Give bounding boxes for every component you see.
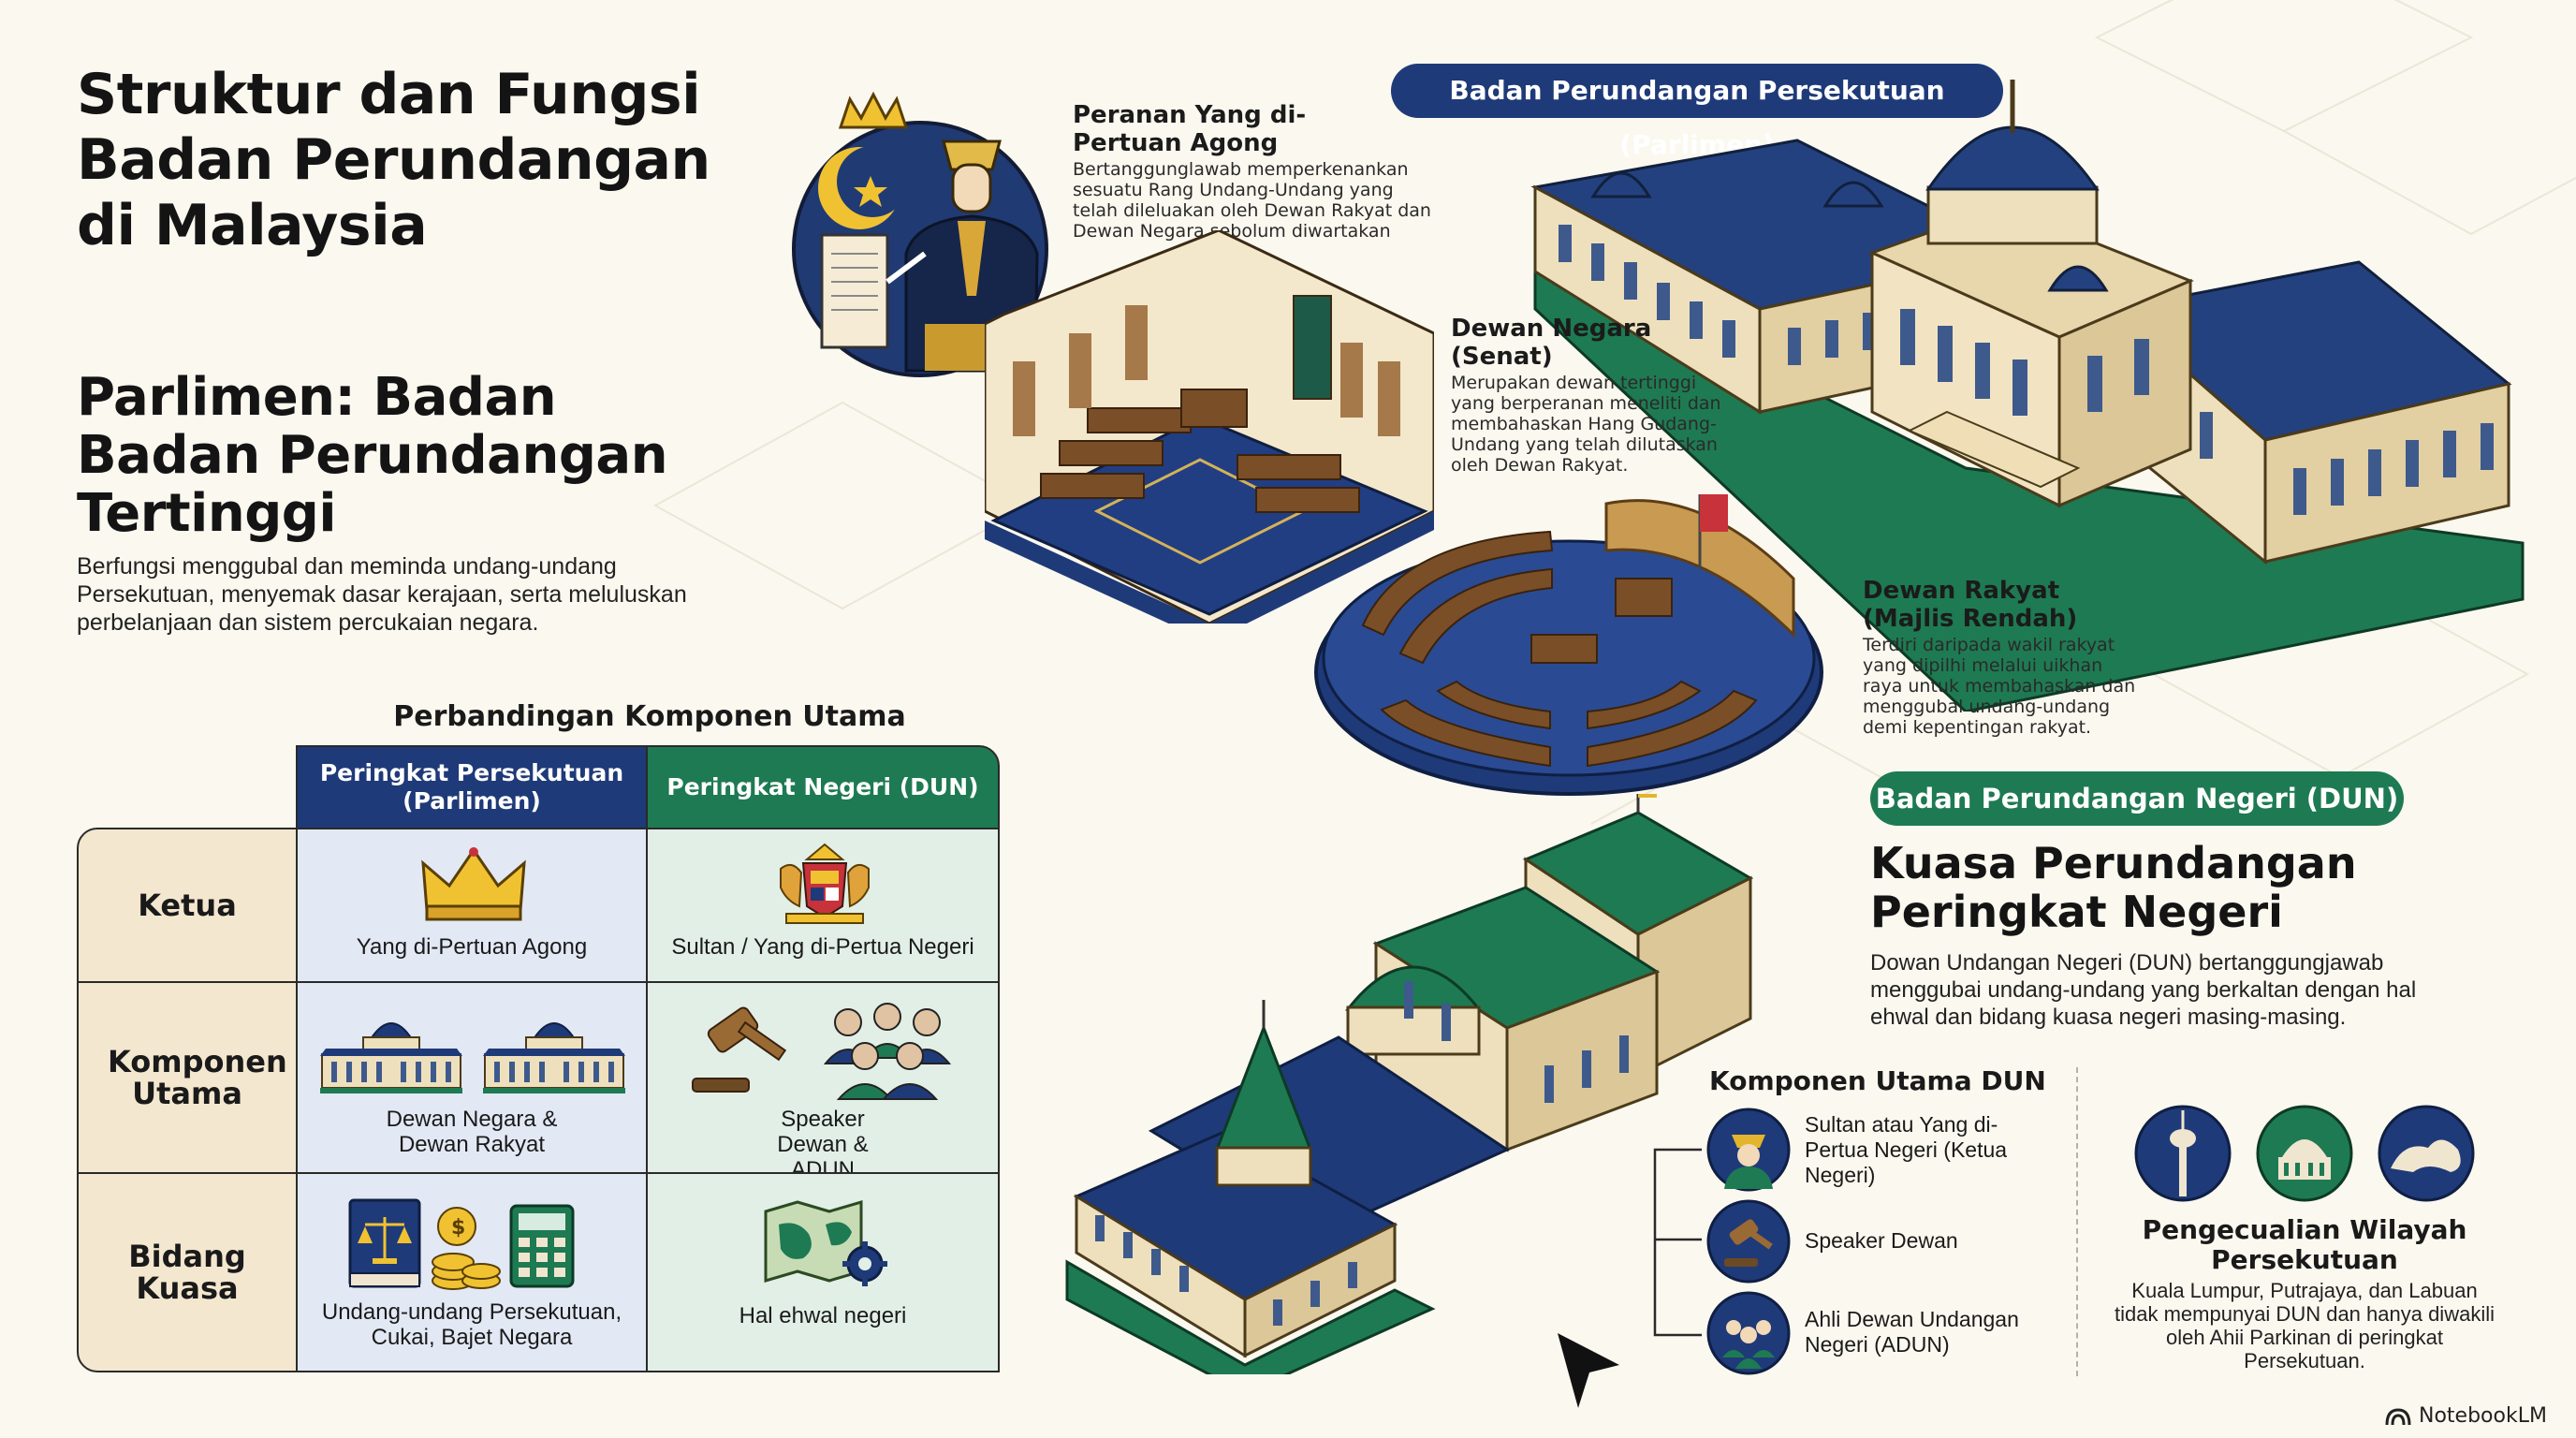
- map-icon: [764, 1199, 887, 1286]
- cell-federal-bidang: $ Undang-undang Persekutuan, Cukai, Baje…: [296, 1172, 648, 1372]
- dewan-rakyat-text: Terdiri daripada wakil rakyat yang dipil…: [1863, 635, 2136, 738]
- cell-federal-komponen: Dewan Negara & Dewan Rakyat: [296, 981, 648, 1174]
- exception-text: Kuala Lumpur, Putrajaya, dan Labuan tida…: [2115, 1279, 2495, 1372]
- dewan-rakyat-title: Dewan Rakyat (Majlis Rendah): [1863, 577, 2078, 633]
- dewan-negara-title: Dewan Negara (Senat): [1451, 315, 1652, 371]
- agong-text: Bertanggunglawab memperkenankan sesuatu …: [1073, 159, 1431, 242]
- parliament-building-icon: [320, 1022, 462, 1093]
- parlimen-heading: Parlimen: Badan Badan Perundangan Tertin…: [77, 367, 668, 544]
- kl-tower-icon: [2134, 1105, 2232, 1202]
- parlimen-description: Berfungsi menggubal dan meminda undang-u…: [77, 553, 687, 636]
- dun-components-title: Komponen Utama DUN: [1709, 1065, 2046, 1096]
- agong-illustration: [792, 91, 1048, 377]
- brand-label: NotebookLM: [2419, 1404, 2547, 1428]
- dewan-rakyat-illustration: [1314, 494, 1823, 796]
- dewan-negara-illustration: [985, 230, 1434, 624]
- row-label-text: Komponen Utama: [108, 1044, 287, 1111]
- federal-badge: Badan Perundangan Persekutuan (Parlimen): [1391, 64, 2003, 160]
- dewan-negara-text: Merupakan dewan tertinggi yang berperana…: [1451, 373, 1721, 476]
- cell-caption: Undang-undang Persekutuan, Cukai, Bajet …: [321, 1299, 622, 1350]
- notebooklm-brand: NotebookLM: [2385, 1404, 2547, 1428]
- dun-connector-lines: [1653, 1148, 1702, 1337]
- state-badge: Badan Perundangan Negeri (DUN): [1870, 771, 2404, 826]
- dun-component-1: Sultan atau Yang di-Pertua Negeri (Ketua…: [1805, 1112, 2008, 1187]
- header-state: Peringkat Negeri (DUN): [646, 745, 1000, 829]
- state-description: Dowan Undangan Negeri (DUN) bertanggungj…: [1870, 950, 2417, 1030]
- people-group-icon: [1706, 1291, 1791, 1375]
- dun-component-3: Ahli Dewan Undangan Negeri (ADUN): [1805, 1307, 2019, 1357]
- cursor-icon: [1558, 1333, 1619, 1408]
- notebooklm-icon: [2385, 1407, 2411, 1425]
- coat-of-arms-icon: [780, 843, 870, 924]
- dun-component-2: Speaker Dewan: [1805, 1228, 1958, 1253]
- cell-caption: Hal ehwal negeri: [739, 1303, 907, 1328]
- dome-building-icon: [2256, 1105, 2353, 1202]
- svg-text:$: $: [451, 1216, 465, 1240]
- cell-caption: Dewan Negara & Dewan Rakyat: [386, 1107, 558, 1157]
- sultan-icon: [1706, 1108, 1791, 1192]
- state-building-illustration: [1065, 794, 1754, 1374]
- calculator-icon: [509, 1204, 575, 1288]
- header-federal: Peringkat Persekutuan (Parlimen): [296, 745, 648, 829]
- crown-icon: [421, 847, 526, 921]
- row-label-ketua: Ketua: [77, 828, 298, 983]
- parliament-building-illustration: [1530, 80, 2525, 712]
- row-label-komponen: Komponen Utama: [77, 981, 298, 1174]
- cell-caption: Sultan / Yang di-Pertua Negeri: [671, 934, 974, 960]
- comparison-table: Peringkat Persekutuan (Parlimen) Peringk…: [77, 745, 1000, 1372]
- agong-title: Peranan Yang di-Pertuan Agong: [1073, 101, 1307, 157]
- row-label-bidang: Bidang Kuasa: [77, 1172, 298, 1372]
- parliament-building-icon: [483, 1022, 625, 1093]
- gavel-icon: [692, 1006, 787, 1093]
- cell-federal-ketua: Yang di-Pertuan Agong: [296, 828, 648, 983]
- cell-caption: Speaker Dewan & ADUN: [777, 1107, 869, 1182]
- cell-state-komponen: Speaker Dewan & ADUN: [646, 981, 1000, 1182]
- law-book-icon: [348, 1198, 421, 1288]
- state-heading: Kuasa Perundangan Peringkat Negeri: [1870, 838, 2357, 937]
- row-label-text: Bidang Kuasa: [128, 1239, 246, 1306]
- page-title: Struktur dan Fungsi Badan Perundangan di…: [77, 62, 710, 258]
- cell-state-ketua: Sultan / Yang di-Pertua Negeri: [646, 828, 1000, 983]
- divider: [2076, 1067, 2078, 1376]
- people-group-icon: [823, 1003, 952, 1100]
- coins-icon: $: [432, 1207, 501, 1290]
- cell-state-bidang: Hal ehwal negeri: [646, 1172, 1000, 1372]
- gavel-icon: [1706, 1199, 1791, 1284]
- table-title: Perbandingan Komponen Utama: [393, 700, 906, 733]
- island-icon: [2378, 1105, 2475, 1202]
- exception-title: Pengecualian Wilayah Persekutuan: [2142, 1214, 2467, 1275]
- cell-caption: Yang di-Pertuan Agong: [356, 934, 588, 960]
